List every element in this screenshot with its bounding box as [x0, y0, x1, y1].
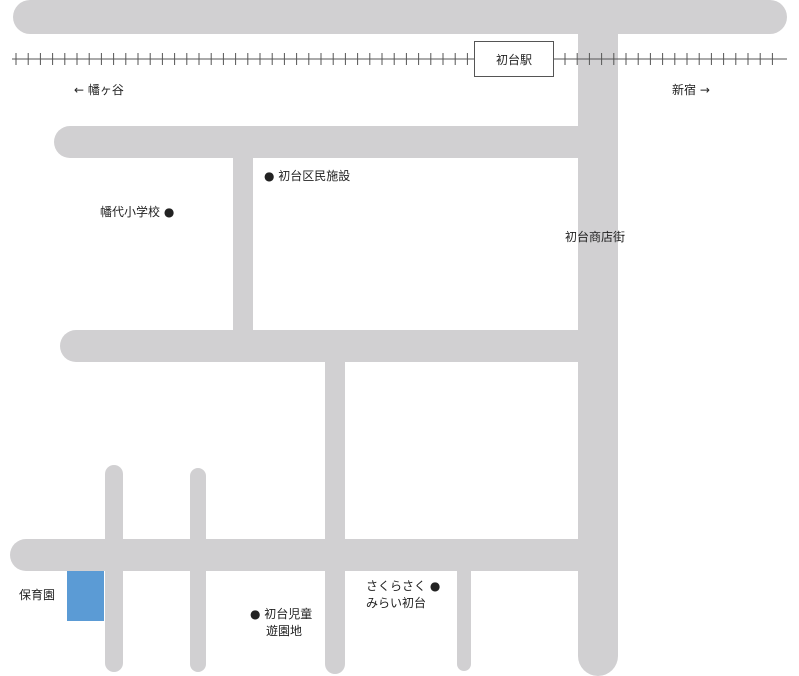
direction-east: 新宿 →	[672, 83, 710, 97]
target-label-line1: さくらさく ●	[366, 579, 441, 593]
shopping-street-label: 初台商店街	[565, 230, 626, 244]
nursery-building	[67, 571, 104, 621]
direction-west: ← 幡ヶ谷	[74, 83, 124, 97]
nursery-label: 保育園	[19, 588, 56, 602]
station-name: 初台駅	[495, 52, 532, 67]
elementary-school-label: 幡代小学校 ●	[100, 205, 175, 219]
station-label: 初台駅	[474, 41, 554, 77]
railway	[12, 53, 787, 65]
park-label-line1: ● 初台児童	[250, 607, 313, 621]
park-label-line2: 遊園地	[266, 624, 303, 638]
community-center-label: ● 初台区民施設	[264, 169, 351, 183]
roads	[10, 0, 787, 676]
target-label-line2: みらい初台	[366, 596, 427, 610]
